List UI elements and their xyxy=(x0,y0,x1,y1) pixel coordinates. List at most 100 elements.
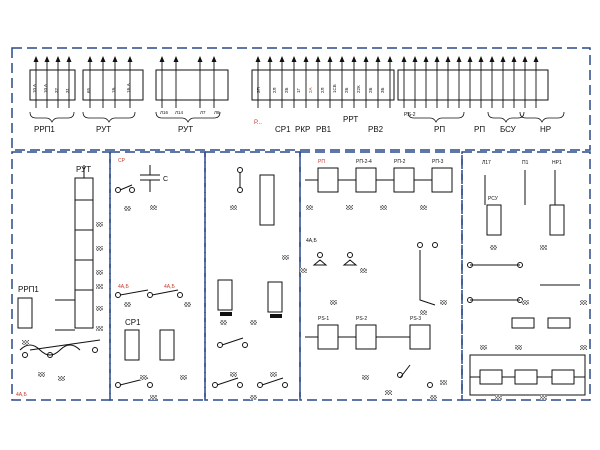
pin-label: 10 A xyxy=(43,84,48,93)
panel-rp xyxy=(305,167,453,388)
pin-label: 1СБ xyxy=(332,84,337,93)
hatched-marker xyxy=(580,345,587,350)
hatched-marker xyxy=(385,390,392,395)
panel-cp1-labels: СР1 С СР xyxy=(118,158,168,327)
hatched-marker xyxy=(420,205,427,210)
rs-label: РS-3 xyxy=(410,316,421,322)
label-rv1: РВ1 xyxy=(316,125,332,134)
hatched-markers xyxy=(22,205,587,400)
pin-arrow xyxy=(267,56,273,62)
group-label-rut: РУТ xyxy=(96,125,111,134)
pin-arrow xyxy=(522,56,528,62)
pin-arrow xyxy=(401,56,407,62)
hatched-marker xyxy=(490,245,497,250)
rs-label: РS-2 xyxy=(356,316,367,322)
pin-label: 3Б xyxy=(380,87,385,93)
rs-label: РS-1 xyxy=(318,316,329,322)
hatched-marker xyxy=(330,300,337,305)
pin-arrow xyxy=(327,56,333,62)
panel-cp1 xyxy=(115,165,183,388)
hatched-marker xyxy=(38,372,45,377)
cp-small-label: СР xyxy=(118,158,126,164)
rsu-label: РСУ xyxy=(488,196,499,202)
bottom-frames xyxy=(11,151,591,401)
sub-label: Л14 xyxy=(175,110,183,115)
hatched-marker xyxy=(360,268,367,273)
hatched-marker xyxy=(540,395,547,400)
pin-label: 31 xyxy=(65,87,70,93)
hatched-marker xyxy=(180,375,187,380)
pin-label: 22К xyxy=(356,85,361,93)
pin-label: 2Л xyxy=(272,87,277,93)
hatched-marker xyxy=(96,306,103,311)
label-rkr: РКР xyxy=(295,125,310,134)
hatched-marker xyxy=(124,206,131,211)
pin-label: 2Б xyxy=(368,87,373,93)
label-nr: НР xyxy=(540,125,551,134)
pin-arrow xyxy=(533,56,539,62)
pin-arrow xyxy=(500,56,506,62)
hatched-marker xyxy=(270,372,277,377)
relay-core xyxy=(220,312,232,316)
top-right-label: Л17 xyxy=(482,160,491,166)
panel-relays-a xyxy=(212,167,288,388)
pin-label: 1Б А xyxy=(126,83,131,93)
label-rrt: РРТ xyxy=(343,115,358,124)
top-frame xyxy=(11,47,591,151)
pin-arrow xyxy=(197,56,203,62)
pin-arrow xyxy=(55,56,61,62)
sub-label: Л7 xyxy=(200,110,206,115)
pin-arrow xyxy=(363,56,369,62)
pin-arrow xyxy=(33,56,39,62)
pin-arrow xyxy=(255,56,261,62)
red-marker: Р... xyxy=(254,120,262,126)
hatched-marker xyxy=(580,300,587,305)
hatched-marker xyxy=(515,345,522,350)
rp-label: РП-2-4 xyxy=(356,159,372,165)
hatched-marker xyxy=(362,375,369,380)
rrp1-block-label: РРП1 xyxy=(18,285,39,294)
rp-label: РП-2 xyxy=(394,159,406,165)
cp1-block-label: СР1 xyxy=(125,318,141,327)
hatched-marker xyxy=(150,205,157,210)
group-braces xyxy=(29,111,565,123)
hatched-marker xyxy=(96,284,103,289)
pin-arrow xyxy=(434,56,440,62)
panel-rut xyxy=(17,165,101,358)
label-rp-2: РП xyxy=(474,125,485,134)
pin-label: 2Л xyxy=(320,87,325,93)
hatched-marker xyxy=(96,270,103,275)
pin-arrow xyxy=(127,56,133,62)
top-right-label: П1 xyxy=(522,160,529,166)
pin-arrow xyxy=(291,56,297,62)
rp-label: РП xyxy=(318,159,325,165)
hatched-marker xyxy=(380,205,387,210)
rs-label: Р.S-2 xyxy=(404,112,416,118)
pin-arrow xyxy=(66,56,72,62)
rrp1-pin-labels: 10 A 10 A 32 31 xyxy=(32,84,70,93)
terminal-blocks xyxy=(29,69,549,101)
pin-arrow xyxy=(159,56,165,62)
pin-label: 32 xyxy=(54,87,59,93)
pin-arrow xyxy=(112,56,118,62)
rut-block-label: РУТ xyxy=(76,165,91,174)
hatched-marker xyxy=(58,376,65,381)
label-rp: РП xyxy=(434,125,445,134)
pin-label: 65 xyxy=(86,87,91,93)
hatched-marker xyxy=(495,395,502,400)
pin-arrow xyxy=(100,56,106,62)
label-rv2: РВ2 xyxy=(368,125,384,134)
pin-arrow xyxy=(303,56,309,62)
pin-label: 10 A xyxy=(32,84,37,93)
pin-label: 2Б xyxy=(284,87,289,93)
pin-arrow xyxy=(211,56,217,62)
tb-tag: 4А,Б xyxy=(16,392,28,398)
pin-arrow xyxy=(351,56,357,62)
pin-arrow xyxy=(339,56,345,62)
pin-arrow xyxy=(375,56,381,62)
rp-label: РП-3 xyxy=(432,159,444,165)
tb-tag: 4А,Б xyxy=(118,284,130,290)
pin-arrow xyxy=(511,56,517,62)
pin-label: 1Г xyxy=(296,87,301,93)
